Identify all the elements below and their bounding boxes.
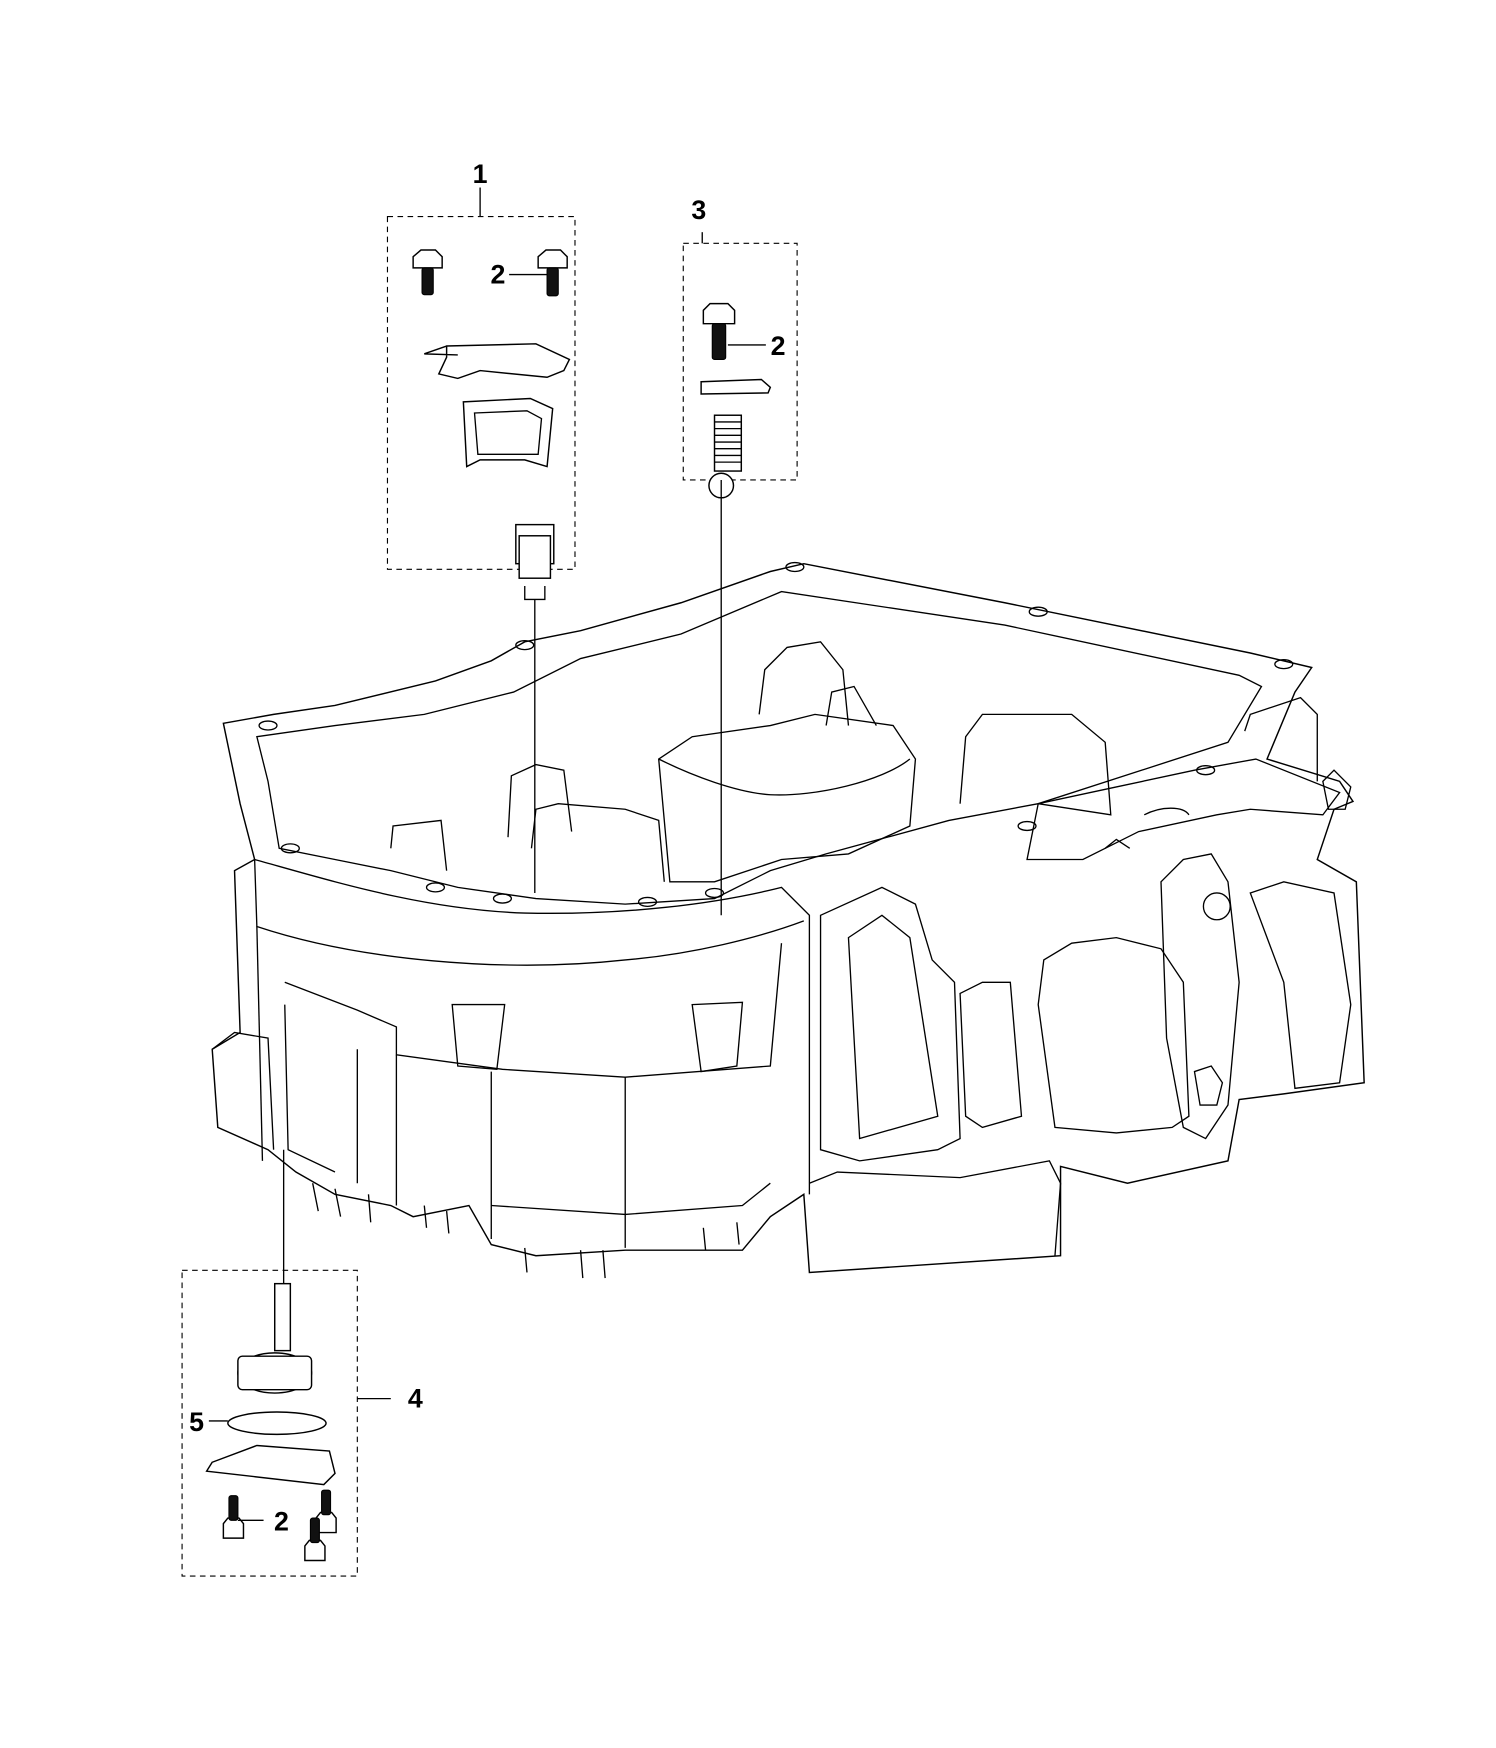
callout-5: 5: [189, 1407, 204, 1437]
callout-2: 2: [771, 331, 786, 361]
bolt-icon: [304, 1517, 326, 1562]
callout-group-4: 4 5 2: [181, 1149, 423, 1577]
bolt-icon: [222, 1495, 245, 1539]
flange-bolt-holes: [258, 561, 1294, 908]
callout-4: 4: [408, 1384, 423, 1414]
pressure-valve-plate: [700, 378, 772, 395]
callout-group-3: 3 2: [682, 195, 798, 916]
bolt-icon: [412, 249, 443, 296]
bolt-icon: [537, 249, 568, 297]
callout-1: 1: [473, 159, 488, 189]
spring: [713, 414, 743, 472]
oil-pan: [211, 561, 1365, 1279]
callout-2: 2: [274, 1506, 289, 1536]
callout-2: 2: [491, 260, 506, 290]
oil-pickup: [237, 1282, 313, 1394]
callout-3: 3: [691, 195, 706, 225]
callout-group-1: 1 2: [386, 159, 576, 893]
o-ring: [227, 1411, 327, 1436]
cover-plate: [205, 1444, 336, 1486]
bolt-icon: [702, 302, 736, 360]
sensor: [515, 523, 555, 893]
gasket: [462, 397, 554, 468]
cover-plate: [424, 343, 571, 380]
